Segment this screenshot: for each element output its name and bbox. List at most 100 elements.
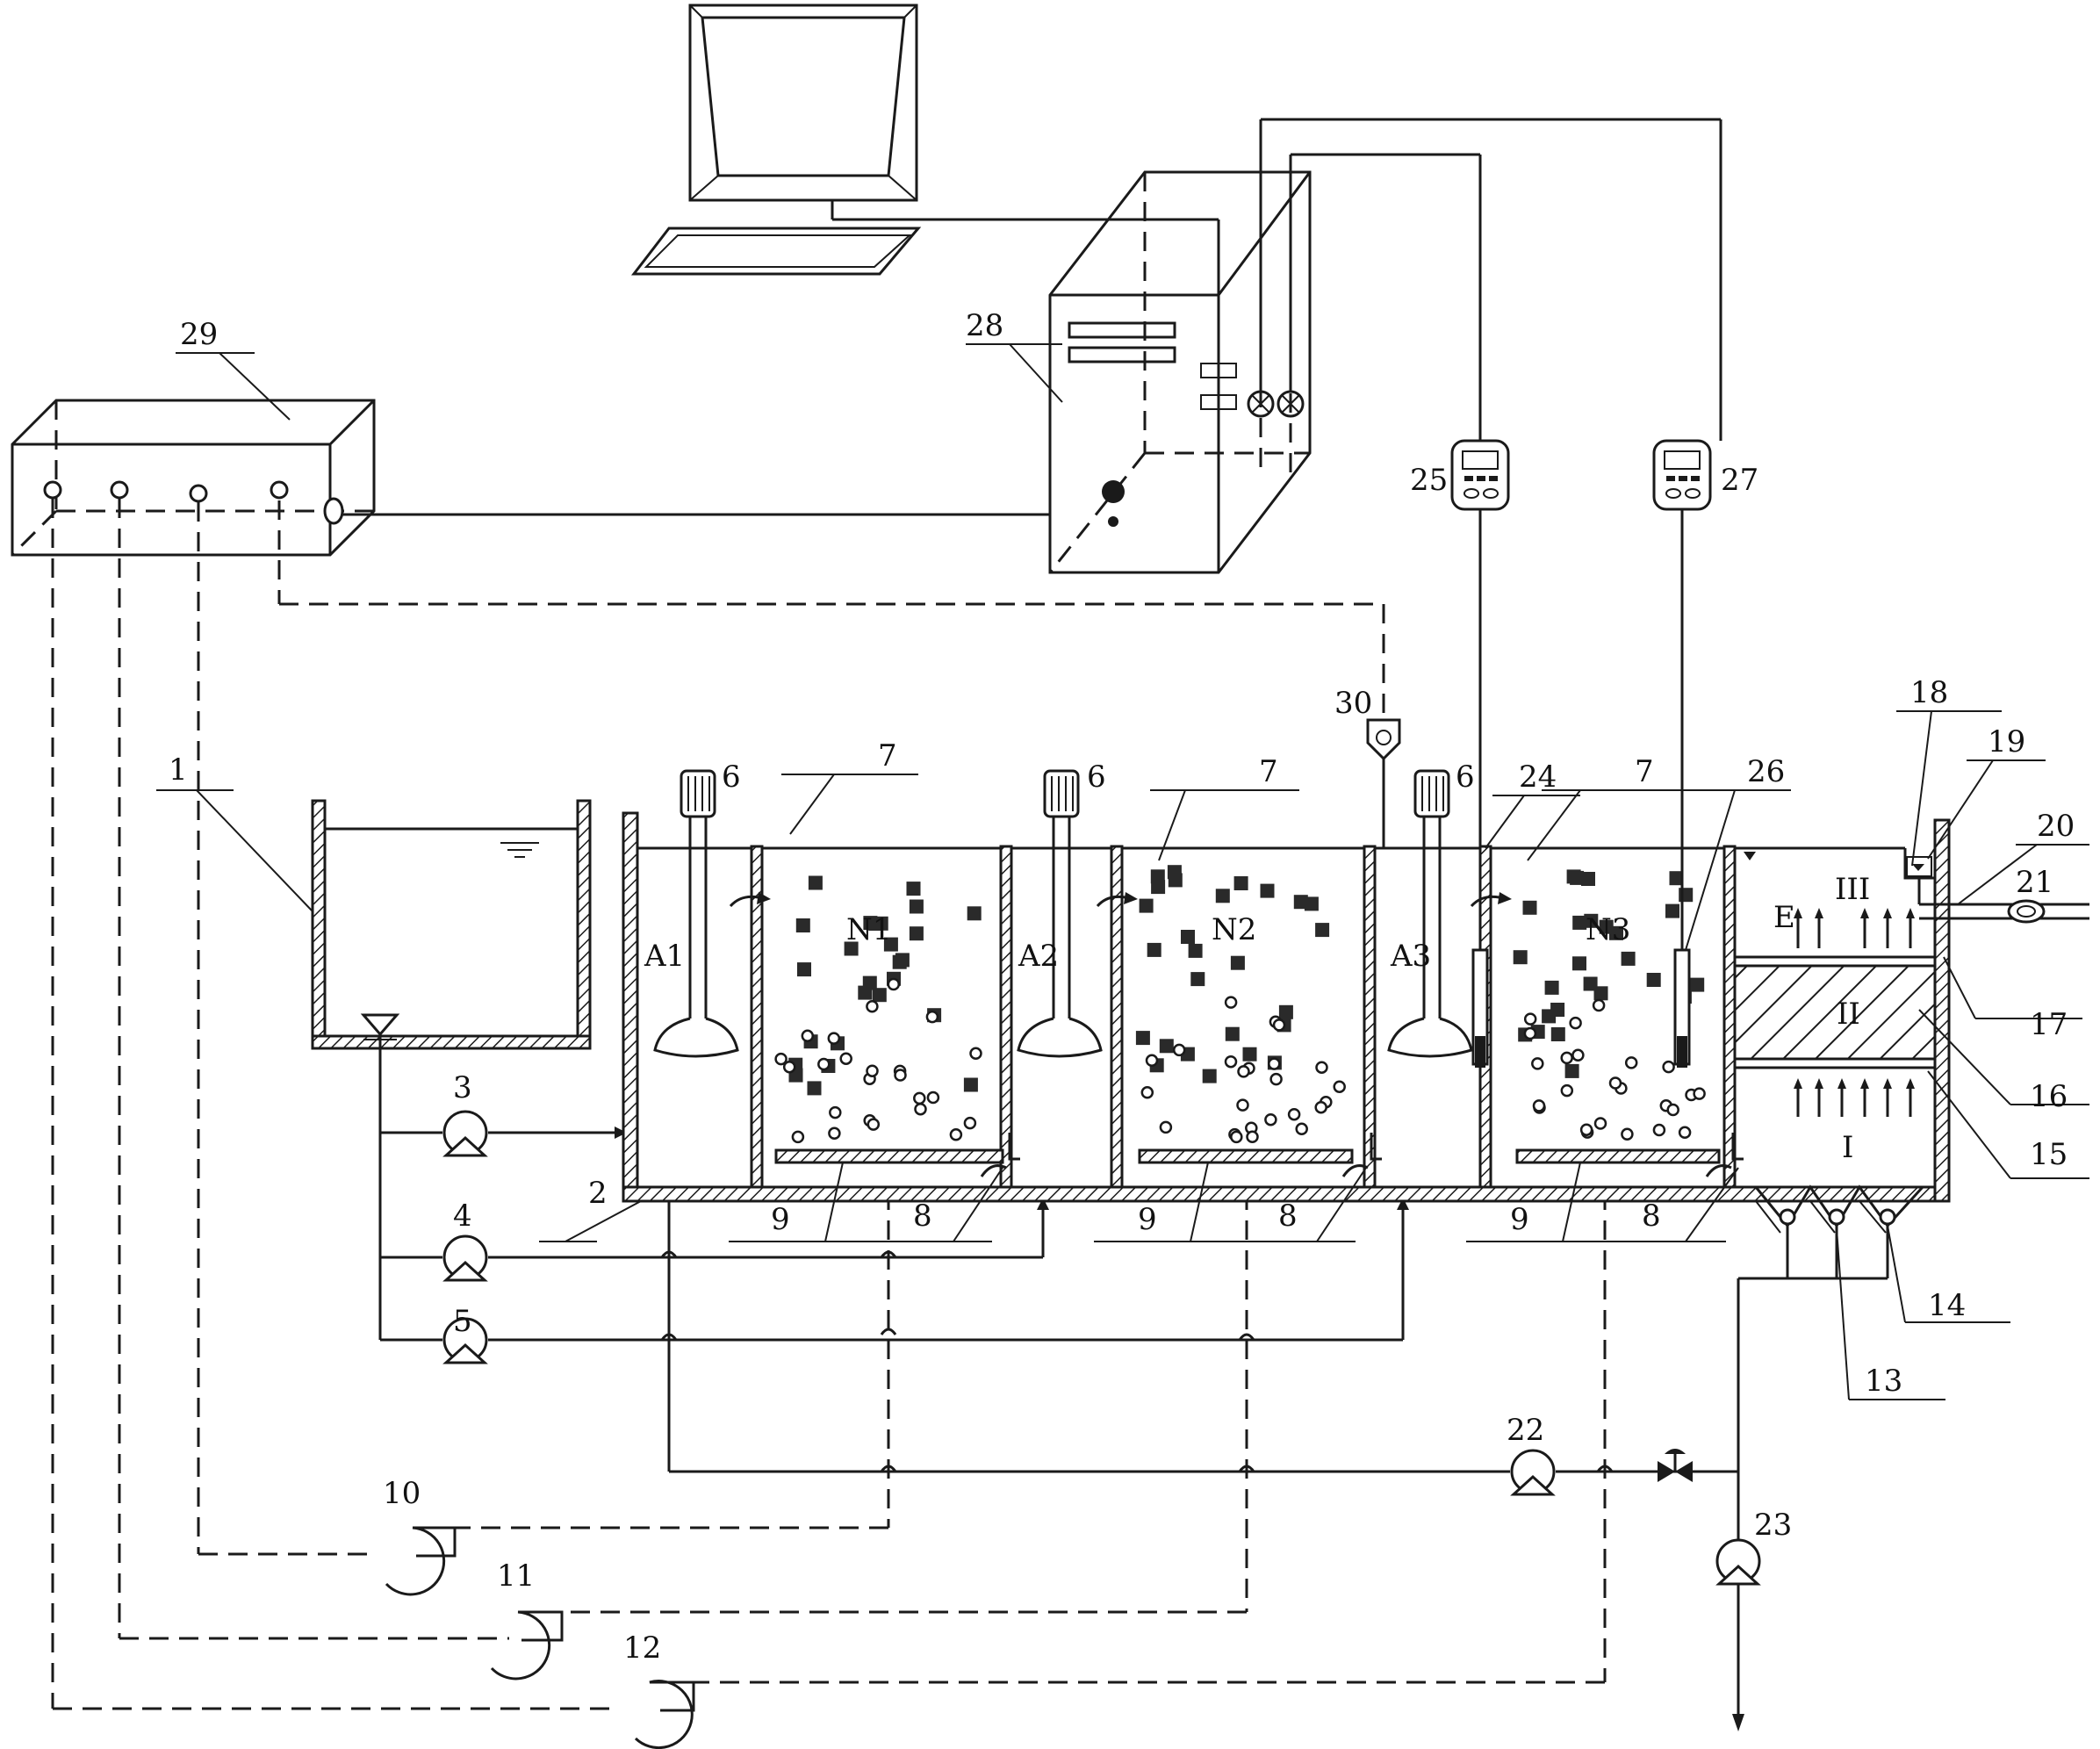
carrier-particle <box>1609 925 1623 940</box>
air-bubble <box>828 1126 841 1141</box>
air-bubble <box>1333 1080 1346 1093</box>
zone-a1: A1 <box>644 939 685 974</box>
zone-ii: II <box>1837 997 1860 1032</box>
meter-25 <box>1450 439 1510 511</box>
carrier-particle <box>1278 1004 1293 1019</box>
carrier-particle <box>1304 896 1319 911</box>
air-bubble <box>1571 1048 1585 1062</box>
settling-zone <box>1715 818 2089 1731</box>
air-bubble <box>1172 1043 1186 1057</box>
blower-11 <box>490 1610 564 1681</box>
carrier-particle <box>883 937 898 952</box>
carrier-particle <box>1581 872 1595 886</box>
air-bubble <box>866 1064 879 1077</box>
label-12: 12 <box>623 1630 661 1666</box>
carrier-particle <box>909 899 924 914</box>
dashed-control-lines <box>51 499 1607 1710</box>
air-bubble <box>1523 1026 1537 1040</box>
air-bubble <box>1569 1016 1582 1030</box>
air-bubble <box>782 1060 796 1074</box>
carrier-particle <box>1315 923 1330 938</box>
carrier-particle <box>1646 973 1661 987</box>
air-bubble <box>1230 1130 1243 1144</box>
air-bubble <box>1159 1120 1173 1134</box>
air-bubble <box>1532 1099 1546 1112</box>
carrier-particle <box>1215 889 1230 903</box>
carrier-particle <box>795 918 810 932</box>
air-bubble <box>1662 1060 1675 1074</box>
carrier-particle <box>807 1081 822 1096</box>
label-9b: 9 <box>1138 1202 1157 1237</box>
carrier-particle <box>967 906 982 921</box>
label-28: 28 <box>966 308 1003 343</box>
air-bubble <box>963 1116 977 1130</box>
air-bubble <box>925 1010 939 1024</box>
air-bubble <box>969 1047 982 1061</box>
label-22: 22 <box>1507 1413 1544 1448</box>
carrier-particle <box>1665 903 1679 918</box>
carrier-particle <box>1570 870 1585 885</box>
air-bubble <box>1224 1054 1238 1069</box>
air-bubble <box>1264 1112 1277 1126</box>
air-bubble <box>827 1032 841 1045</box>
label-19: 19 <box>1988 724 2025 759</box>
air-bubble <box>791 1130 805 1144</box>
air-bubble <box>949 1128 963 1141</box>
air-bubble <box>1140 1086 1154 1099</box>
blower-controller-29 <box>11 399 376 557</box>
zone-n1: N1 <box>846 912 891 947</box>
air-bubble <box>1624 1056 1638 1069</box>
carrier-particle <box>906 882 921 896</box>
air-bubble <box>887 977 901 991</box>
label-29: 29 <box>180 317 218 352</box>
air-bubble <box>1237 1065 1250 1078</box>
carrier-particle <box>1242 1047 1257 1062</box>
label-24: 24 <box>1519 759 1557 795</box>
carrier-particle <box>1225 1026 1240 1041</box>
label-3: 3 <box>453 1070 472 1105</box>
label-9a: 9 <box>771 1202 790 1237</box>
air-bubble <box>914 1102 927 1116</box>
air-bubble <box>1678 1126 1692 1140</box>
carrier-particle <box>872 988 887 1003</box>
mixers-6 <box>653 769 1473 1058</box>
label-11: 11 <box>497 1558 535 1594</box>
raw-water-tank-1 <box>311 799 592 1050</box>
carrier-particle <box>1293 895 1308 910</box>
air-bubble <box>839 1052 852 1065</box>
zone-a2: A2 <box>1018 939 1059 974</box>
zone-n2: N2 <box>1212 912 1256 947</box>
label-26: 26 <box>1747 754 1785 789</box>
carrier-particle <box>1669 871 1684 886</box>
sensor-30 <box>1366 718 1401 848</box>
air-bubble <box>817 1057 831 1071</box>
label-8a: 8 <box>913 1198 932 1234</box>
label-30: 30 <box>1334 686 1372 721</box>
air-bubble <box>1693 1087 1706 1100</box>
carrier-media <box>774 865 1706 1144</box>
carrier-particle <box>797 962 811 977</box>
label-14: 14 <box>1928 1288 1966 1323</box>
label-6b: 6 <box>1087 759 1106 795</box>
label-9c: 9 <box>1510 1202 1529 1237</box>
label-27: 27 <box>1721 463 1758 498</box>
air-bubble <box>1145 1054 1159 1068</box>
air-bubble <box>1592 998 1606 1012</box>
air-bubble <box>1608 1076 1622 1090</box>
air-bubble <box>829 1105 842 1119</box>
probe-24 <box>1471 848 1489 1068</box>
air-bubble <box>1224 996 1238 1009</box>
label-7c: 7 <box>1635 754 1654 789</box>
label-7a: 7 <box>878 738 897 774</box>
label-6a: 6 <box>722 759 741 795</box>
zone-e: E <box>1773 900 1795 935</box>
label-17: 17 <box>2030 1007 2068 1042</box>
carrier-particle <box>844 941 859 956</box>
carrier-particle <box>1188 943 1203 958</box>
carrier-particle <box>963 1077 978 1092</box>
label-2: 2 <box>588 1176 608 1211</box>
air-bubble <box>1269 1072 1283 1086</box>
air-bubble <box>1621 1127 1634 1141</box>
carrier-particle <box>1167 865 1182 880</box>
